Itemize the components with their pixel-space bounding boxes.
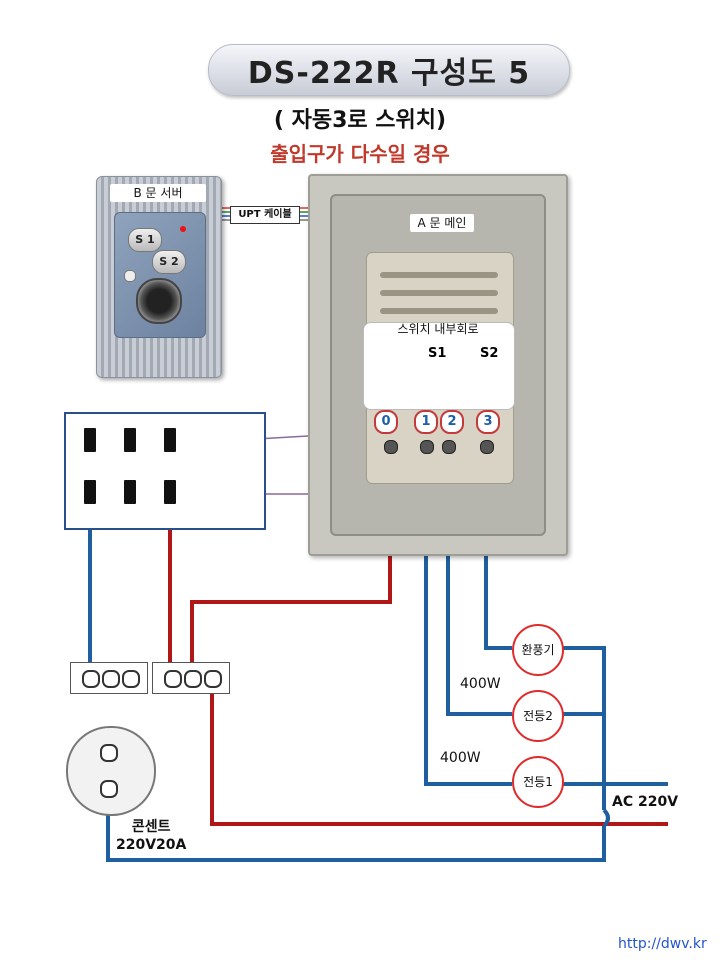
switch-s2-label: S2 [480, 346, 499, 361]
motion-sensor-lens-icon [136, 278, 182, 324]
internal-circuit-box [363, 322, 515, 410]
terminal-1: 1 [414, 410, 438, 434]
terminal-screw-0 [384, 440, 398, 454]
wattage-label: 400W [440, 750, 481, 766]
b-panel-label: B 문 서버 [110, 184, 206, 202]
page-title: DS-222R 구성도 5 [208, 44, 570, 96]
website-link[interactable]: http://dwv.kr [618, 936, 707, 952]
terminal-screw-icon [164, 670, 182, 688]
outlet-hole-icon [100, 744, 118, 762]
outlet-label-line2: 220V20A [116, 837, 187, 853]
b-panel-button-s2: S 2 [152, 250, 186, 274]
switch-s1-label: S1 [428, 346, 447, 361]
contact-terminal-icon [84, 480, 96, 504]
internal-circuit-title: 스위치 내부회로 [397, 322, 479, 336]
a-panel-label: A 문 메인 [410, 214, 474, 232]
b-panel-button-s1: S 1 [128, 228, 162, 252]
load-light-2: 전등2 [512, 690, 564, 742]
terminal-screw-icon [204, 670, 222, 688]
subtitle: ( 자동3로 스위치) [273, 108, 447, 133]
terminal-screw-2 [442, 440, 456, 454]
terminal-screw-3 [480, 440, 494, 454]
blue-wires [88, 446, 668, 862]
contact-terminal-icon [124, 428, 136, 452]
terminal-screw-icon [102, 670, 120, 688]
outlet-label-line1: 콘센트 [131, 819, 171, 835]
wattage-label: 400W [460, 676, 501, 692]
ac-supply-label: AC 220V [612, 794, 679, 810]
terminal-3: 3 [476, 410, 500, 434]
contact-terminal-icon [164, 428, 176, 452]
outlet-hole-icon [100, 780, 118, 798]
vent-slot [380, 290, 498, 296]
load-ventilation-fan: 환풍기 [512, 624, 564, 676]
vent-slot [380, 272, 498, 278]
power-outlet-icon [66, 726, 156, 816]
sensor-icon [124, 270, 136, 282]
terminal-screw-icon [82, 670, 100, 688]
vent-slot [380, 308, 498, 314]
subtitle-multiple-entrances: 출입구가 다수일 경우 [270, 142, 450, 166]
led-indicator-icon [180, 226, 186, 232]
terminal-screw-icon [122, 670, 140, 688]
contact-terminal-icon [84, 428, 96, 452]
terminal-0: 0 [374, 410, 398, 434]
outlet-label: 콘센트 220V20A [116, 818, 186, 854]
terminal-screw-icon [184, 670, 202, 688]
upt-cable-label: UPT 케이블 [230, 206, 300, 224]
terminal-2: 2 [440, 410, 464, 434]
contact-terminal-icon [164, 480, 176, 504]
contact-terminal-icon [124, 480, 136, 504]
terminal-screw-1 [420, 440, 434, 454]
load-light-1: 전등1 [512, 756, 564, 808]
